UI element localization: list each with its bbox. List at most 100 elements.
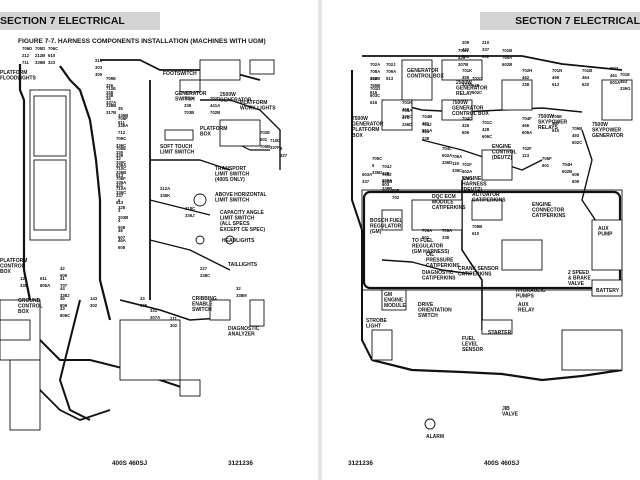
wire-number: 705E xyxy=(116,146,126,151)
wire-number: 212B xyxy=(35,53,45,58)
wire-number: 218C xyxy=(185,206,195,211)
wire-number: 44 xyxy=(60,286,65,291)
wire-number: 336C xyxy=(452,168,462,173)
wire-number: 703B xyxy=(184,110,194,115)
wire-number: 605 xyxy=(392,188,400,193)
wire-number: 338B xyxy=(106,103,116,108)
wire-number: 702A xyxy=(370,62,380,67)
wire-number: 704A xyxy=(402,108,412,113)
wire-number: 706A xyxy=(422,228,432,233)
wire-number: 601 xyxy=(462,54,470,59)
wire-number: 705A xyxy=(452,154,462,159)
wire-number: 493 xyxy=(572,133,580,138)
wire-number: 468 xyxy=(402,107,410,112)
2500w-generator-box xyxy=(199,59,241,81)
wire-number: 441 xyxy=(116,183,124,188)
wire-number: 307B xyxy=(458,62,468,67)
ground-module xyxy=(9,359,41,431)
wire-number: 481 xyxy=(422,121,430,126)
wire-number: 211 xyxy=(170,316,178,321)
wire-number: 702B xyxy=(370,76,380,81)
starter-label: STARTER xyxy=(488,330,512,336)
wire-number: 337 xyxy=(482,47,490,52)
wire-number: 338 xyxy=(522,82,530,87)
cribbing-switch xyxy=(209,299,231,321)
wire-number: 4 xyxy=(118,218,121,223)
wire-number: 602 xyxy=(482,54,490,59)
wire-number: 466 xyxy=(522,123,530,128)
wire-number: 701B xyxy=(502,48,512,53)
wire-number: 209 xyxy=(462,40,470,45)
wire-number: 701E xyxy=(620,72,630,77)
wire-number: 606 xyxy=(462,130,470,135)
wire-number: 806 xyxy=(60,303,68,308)
wire-number: 337B xyxy=(462,82,472,87)
wire-number: 461 xyxy=(610,73,618,78)
skypower-generator xyxy=(601,79,633,121)
wire-number: 702H xyxy=(522,68,532,73)
wire-number: 615 xyxy=(370,90,378,95)
harness-trunk-center xyxy=(59,65,112,321)
wire-number: 710D xyxy=(270,138,280,143)
wire-number: 337A xyxy=(106,100,116,105)
wire-number: 336G xyxy=(620,86,631,91)
harness-wire xyxy=(381,99,583,113)
wire-number: 705D xyxy=(35,46,45,51)
battery-label: BATTERY xyxy=(596,288,620,294)
wire-number: 704B xyxy=(422,114,432,119)
skypower-relay-box xyxy=(501,79,533,111)
generator-module xyxy=(249,59,275,75)
wire-number: 123 xyxy=(522,153,530,158)
wire-number: 704J xyxy=(382,164,392,169)
wire-number: 709A xyxy=(442,228,452,233)
wire-number: 613 xyxy=(116,200,124,205)
harness-wire xyxy=(119,299,221,321)
wire-number: 422 xyxy=(462,47,470,52)
footer-page-right: 3121236 xyxy=(348,460,373,467)
wire-number: 702G xyxy=(472,76,483,81)
wire-number: 701B xyxy=(582,68,592,73)
wire-number: 210 xyxy=(482,40,490,45)
wire-number: 338 xyxy=(20,283,28,288)
wire-number: 702E xyxy=(260,130,270,135)
wire-number: 705B xyxy=(260,144,270,149)
wire-number: 602B xyxy=(382,179,392,184)
harness-wire xyxy=(581,129,603,231)
wire-number: 606A xyxy=(522,130,532,135)
section-header-left: SECTION 7 ELECTRICAL xyxy=(0,12,160,30)
wire-number: 336A xyxy=(118,123,128,128)
wire-number: 704F xyxy=(522,116,532,121)
wire-number: 704C xyxy=(442,146,452,151)
generator-platform-box xyxy=(381,99,413,131)
wire-number: 428 xyxy=(482,127,490,132)
wire-number: 706C xyxy=(48,46,58,51)
wire-number: 336B xyxy=(118,113,128,118)
wire-number: 605 xyxy=(60,273,68,278)
wire-number: 338 xyxy=(106,90,114,95)
wire-number: 441A xyxy=(210,103,220,108)
alarm-symbol xyxy=(424,418,436,430)
wire-number: 702 xyxy=(392,195,400,200)
wire-number: 704J xyxy=(422,122,432,127)
actuator-box xyxy=(471,199,503,221)
wire-number: 703J xyxy=(382,172,392,177)
